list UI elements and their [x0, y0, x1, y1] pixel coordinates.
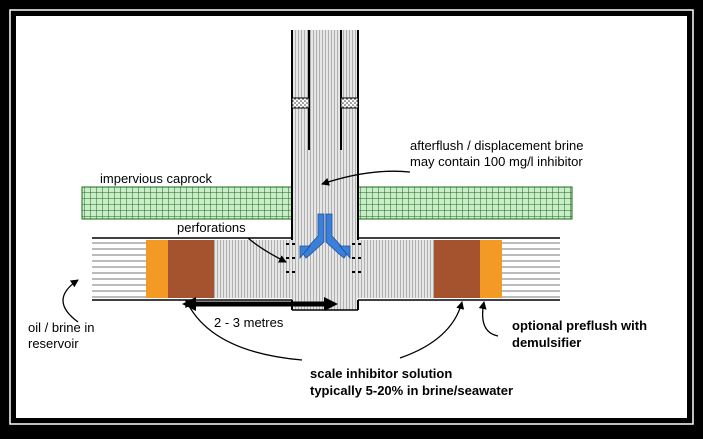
reservoir-oil-left — [92, 240, 146, 298]
preflush-leader — [478, 301, 499, 337]
inhibitor-band-right — [434, 240, 480, 298]
flow-arrows — [299, 213, 351, 260]
perforations-label: perforations — [177, 220, 246, 235]
reservoir-label-line2: reservoir — [28, 336, 79, 351]
reservoir-leader — [62, 279, 79, 323]
afterflush-label-line2: may contain 100 mg/l inhibitor — [410, 154, 583, 169]
perforations-leader — [247, 237, 287, 263]
afterflush-label-line1: afterflush / displacement brine — [410, 138, 583, 153]
wellbore — [286, 30, 364, 311]
inhibitor-band-left — [168, 240, 214, 298]
reservoir-layer — [92, 237, 560, 301]
inhibitor-label-line2: typically 5-20% in brine/seawater — [310, 383, 513, 398]
preflush-label-line1: optional preflush with — [512, 318, 647, 333]
packer-right — [340, 97, 359, 109]
distance-label: 2 - 3 metres — [214, 315, 284, 330]
afterflush-leader — [321, 170, 411, 186]
preflush-band-right — [480, 240, 502, 298]
brine-zone-left — [214, 240, 292, 298]
preflush-band-left — [146, 240, 168, 298]
inhibitor-label-line1: scale inhibitor solution — [310, 366, 452, 381]
preflush-label-line2: demulsifier — [512, 335, 581, 350]
packer-left — [291, 97, 310, 109]
inhibitor-leader-right — [399, 301, 465, 359]
reservoir-label-line1: oil / brine in — [28, 320, 94, 335]
reservoir-oil-right — [502, 240, 560, 298]
inhibitor-leader-left — [185, 299, 303, 361]
brine-zone-right — [358, 240, 434, 298]
perforation-marks — [286, 243, 364, 273]
caprock-label: impervious caprock — [100, 171, 212, 186]
